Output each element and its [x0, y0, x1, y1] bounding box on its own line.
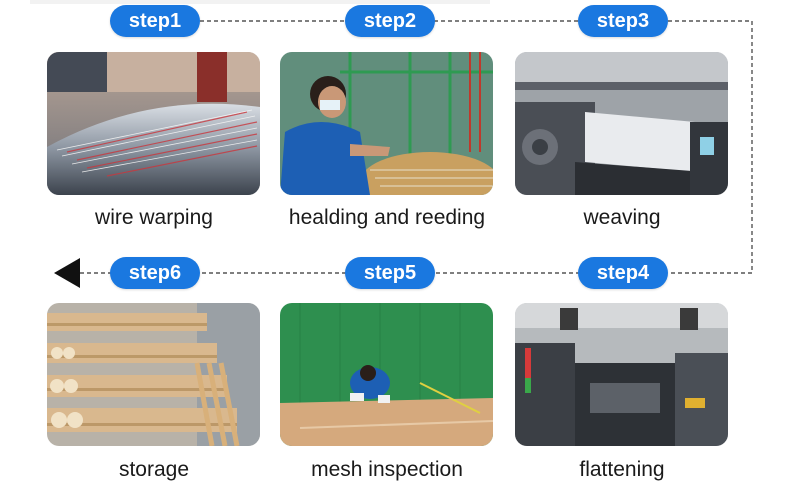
step5-caption: mesh inspection	[311, 458, 463, 481]
step2-badge: step2	[345, 5, 435, 37]
step5-badge: step5	[345, 257, 435, 289]
weaving-photo	[515, 52, 728, 195]
step3-badge: step3	[578, 5, 668, 37]
step1-caption: wire warping	[95, 206, 213, 229]
step4-caption: flattening	[579, 458, 665, 481]
step6-badge: step6	[110, 257, 200, 289]
flattening-photo	[515, 303, 728, 446]
flow-arrow-icon	[54, 258, 80, 288]
step3-caption: weaving	[583, 206, 661, 229]
step2-caption: healding and reeding	[288, 206, 486, 229]
step6-caption: storage	[118, 458, 190, 481]
step1-badge: step1	[110, 5, 200, 37]
top-edge-strip	[30, 0, 490, 4]
mesh-inspection-photo	[280, 303, 493, 446]
storage-photo	[47, 303, 260, 446]
wire-warping-photo	[47, 52, 260, 195]
connector-3-4	[668, 20, 753, 274]
healding-reeding-photo	[280, 52, 493, 195]
step4-badge: step4	[578, 257, 668, 289]
